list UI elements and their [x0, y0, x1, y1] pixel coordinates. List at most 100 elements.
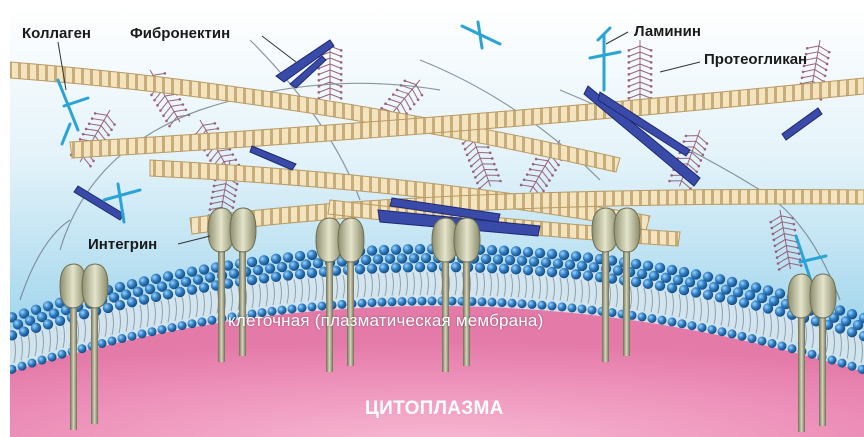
- lipid-head: [188, 319, 197, 328]
- lipid-head: [553, 258, 563, 268]
- lipid-head: [679, 285, 689, 295]
- lipid-head: [138, 329, 147, 338]
- lipid-head: [385, 254, 395, 264]
- lipid-head: [127, 297, 137, 307]
- lipid-head: [368, 298, 377, 307]
- lipid-head: [589, 262, 599, 272]
- lipid-head: [499, 245, 509, 255]
- lipid-head: [379, 245, 389, 255]
- lipid-head: [295, 269, 305, 279]
- lipid-head: [847, 327, 857, 337]
- lipid-head: [631, 277, 641, 287]
- lipid-head: [583, 270, 593, 280]
- lipid-head: [715, 292, 725, 302]
- lipid-head: [493, 254, 503, 264]
- lipid-head: [691, 287, 701, 297]
- lipid-head: [768, 339, 777, 348]
- lipid-head: [358, 299, 367, 308]
- lipid-head: [408, 297, 417, 306]
- lipid-head: [505, 255, 515, 265]
- lipid-head: [808, 350, 817, 359]
- lipid-head: [55, 316, 65, 326]
- lipid-head: [398, 297, 407, 306]
- lipid-head: [678, 319, 687, 328]
- lipid-head: [415, 244, 425, 254]
- lipid-head: [48, 353, 57, 362]
- lipid-head: [488, 298, 497, 307]
- lipid-head: [128, 332, 137, 341]
- label-laminin: Ламинин: [634, 24, 701, 39]
- lipid-head: [18, 362, 27, 371]
- lipid-head: [528, 300, 537, 309]
- lipid-head: [668, 317, 677, 326]
- lipid-head: [848, 362, 857, 371]
- lipid-head: [7, 330, 17, 340]
- lipid-head: [338, 300, 347, 309]
- lipid-head: [78, 344, 87, 353]
- lipid-head: [577, 261, 587, 271]
- lipid-head: [247, 275, 257, 285]
- label-cytoplasm: ЦИТОПЛАЗМА: [365, 398, 504, 420]
- lipid-head: [838, 359, 847, 368]
- lipid-head: [367, 245, 377, 255]
- lipid-head: [289, 261, 299, 271]
- lipid-head: [355, 264, 365, 274]
- lipid-head: [103, 303, 113, 313]
- lipid-head: [403, 244, 413, 254]
- lipid-head: [271, 272, 281, 282]
- lipid-head: [148, 327, 157, 336]
- lipid-head: [198, 317, 207, 326]
- lipid-head: [568, 303, 577, 312]
- lipid-head: [547, 249, 557, 259]
- lipid-head: [187, 285, 197, 295]
- lipid-head: [558, 302, 567, 311]
- lipid-head: [31, 323, 41, 333]
- lipid-head: [708, 325, 717, 334]
- lipid-head: [115, 300, 125, 310]
- lipid-head: [283, 252, 293, 262]
- lipid-head: [475, 262, 485, 272]
- lipid-head: [738, 332, 747, 341]
- lipid-head: [43, 319, 53, 329]
- lipid-head: [763, 303, 773, 313]
- lipid-head: [271, 254, 281, 264]
- lipid-head: [38, 356, 47, 365]
- lipid-head: [139, 294, 149, 304]
- lipid-head: [391, 244, 401, 254]
- lipid-head: [588, 306, 597, 315]
- lipid-head: [778, 342, 787, 351]
- lipid-head: [499, 263, 509, 273]
- lipid-head: [658, 316, 667, 325]
- lipid-head: [388, 297, 397, 306]
- lipid-head: [178, 321, 187, 330]
- lipid-head: [788, 344, 797, 353]
- lipid-head: [667, 283, 677, 293]
- lipid-head: [487, 263, 497, 273]
- lipid-head: [19, 326, 29, 336]
- lipid-head: [835, 323, 845, 333]
- lipid-head: [559, 250, 569, 260]
- lipid-head: [511, 264, 521, 274]
- label-collagen: Коллаген: [22, 26, 91, 41]
- lipid-head: [498, 298, 507, 307]
- lipid-head: [373, 254, 383, 264]
- lipid-head: [728, 329, 737, 338]
- lipid-head: [703, 290, 713, 300]
- lipid-head: [415, 262, 425, 272]
- lipid-head: [58, 350, 67, 359]
- lipid-head: [727, 295, 737, 305]
- lipid-head: [481, 254, 491, 264]
- lipid-head: [301, 259, 311, 269]
- lipid-head: [379, 263, 389, 273]
- lipid-head: [718, 327, 727, 336]
- lipid-head: [535, 266, 545, 276]
- lipid-head: [518, 299, 527, 308]
- lipid-head: [428, 297, 437, 306]
- lipid-head: [175, 287, 185, 297]
- lipid-head: [391, 262, 401, 272]
- lipid-head: [403, 262, 413, 272]
- lipid-head: [259, 273, 269, 283]
- lipid-head: [421, 253, 431, 263]
- lipid-head: [361, 255, 371, 265]
- lipid-head: [108, 336, 117, 345]
